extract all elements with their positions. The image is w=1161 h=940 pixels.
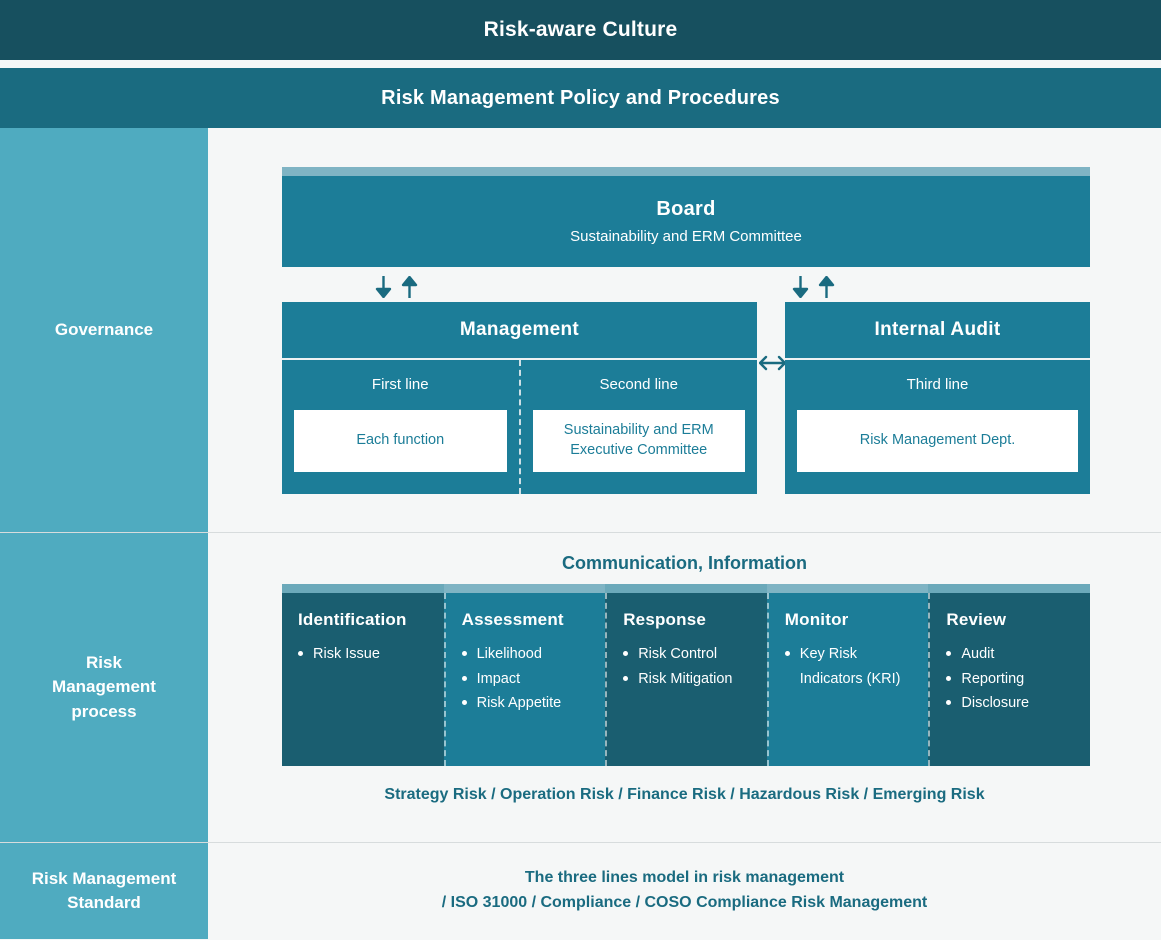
first-line-column: First line Each function bbox=[282, 360, 519, 494]
risk-management-policy-label: Risk Management Policy and Procedures bbox=[381, 86, 780, 109]
second-line-card: Sustainability and ERM Executive Committ… bbox=[532, 410, 745, 472]
process-heading: Review bbox=[946, 610, 1007, 629]
list-item: Risk Mitigation bbox=[623, 667, 753, 692]
process-columns: Identification Risk Issue Assessment Lik… bbox=[282, 584, 1090, 766]
standard-line-1: The three lines model in risk management bbox=[524, 869, 845, 887]
first-line-label: First line bbox=[371, 376, 429, 393]
process-item-list: Key Risk Indicators (KRI) bbox=[784, 642, 915, 691]
list-item: Risk Appetite bbox=[461, 691, 592, 716]
column-cap-strip bbox=[928, 584, 1090, 593]
risk-aware-culture-band: Risk-aware Culture bbox=[0, 0, 1161, 60]
arrow-down-icon bbox=[375, 276, 392, 298]
board-management-arrows bbox=[375, 276, 418, 298]
list-item: Risk Control bbox=[623, 642, 753, 667]
process-heading: Response bbox=[623, 610, 707, 629]
governance-sidebar-text: Governance bbox=[54, 319, 154, 339]
internal-audit-box: Internal Audit Third line Risk Managemen… bbox=[785, 302, 1090, 494]
process-sidebar-text: Risk Management process bbox=[52, 653, 156, 721]
board-title: Board bbox=[656, 198, 716, 220]
standard-sidebar-text: Risk Management Standard bbox=[31, 868, 177, 912]
management-box: Management First line Each function Seco… bbox=[282, 302, 757, 494]
risk-management-policy-band: Risk Management Policy and Procedures bbox=[0, 68, 1161, 128]
management-title: Management bbox=[282, 302, 757, 360]
process-column-assessment: Assessment Likelihood Impact Risk Appeti… bbox=[443, 584, 606, 766]
sidebar-label-standard: Risk Management Standard bbox=[0, 843, 208, 939]
risk-types-label: Strategy Risk / Operation Risk / Finance… bbox=[384, 786, 985, 803]
risk-management-standard-section: Risk Management Standard The three lines… bbox=[0, 843, 1161, 939]
list-item: Key Risk Indicators (KRI) bbox=[784, 642, 915, 691]
sidebar-label-process: Risk Management process bbox=[0, 533, 208, 842]
sidebar-label-governance: Governance bbox=[0, 128, 208, 532]
internal-audit-title: Internal Audit bbox=[785, 302, 1090, 360]
process-content: Communication, Information Identificatio… bbox=[208, 533, 1161, 842]
arrow-down-icon bbox=[792, 276, 809, 298]
process-column-response: Response Risk Control Risk Mitigation bbox=[605, 584, 767, 766]
process-column-identification: Identification Risk Issue bbox=[282, 584, 444, 766]
arrow-up-icon bbox=[818, 276, 835, 298]
standard-content: The three lines model in risk management… bbox=[208, 843, 1161, 939]
list-item: Risk Issue bbox=[298, 642, 430, 667]
second-line-label: Second line bbox=[599, 376, 678, 393]
arrow-up-icon bbox=[401, 276, 418, 298]
process-heading: Identification bbox=[298, 610, 407, 629]
list-item: Reporting bbox=[946, 667, 1076, 692]
governance-section: Governance Board Sustainability and ERM … bbox=[0, 128, 1161, 533]
standard-line-2: / ISO 31000 / Compliance / COSO Complian… bbox=[441, 894, 928, 911]
first-line-card: Each function bbox=[294, 410, 507, 472]
process-heading: Assessment bbox=[461, 610, 564, 629]
list-item: Audit bbox=[946, 642, 1076, 667]
governance-content: Board Sustainability and ERM Committee bbox=[208, 128, 1161, 532]
list-item: Likelihood bbox=[461, 642, 592, 667]
third-line-card: Risk Management Dept. bbox=[797, 410, 1078, 472]
risk-aware-culture-label: Risk-aware Culture bbox=[483, 18, 678, 41]
process-item-list: Likelihood Impact Risk Appetite bbox=[461, 642, 592, 716]
list-item: Impact bbox=[461, 667, 592, 692]
process-heading: Monitor bbox=[784, 610, 849, 629]
column-cap-strip bbox=[766, 584, 929, 593]
third-line-column: Third line Risk Management Dept. bbox=[785, 360, 1090, 494]
board-cap-strip bbox=[282, 167, 1090, 176]
process-item-list: Risk Issue bbox=[298, 642, 430, 667]
communication-information-title: Communication, Information bbox=[562, 553, 807, 573]
process-column-monitor: Monitor Key Risk Indicators (KRI) bbox=[766, 584, 929, 766]
process-column-review: Review Audit Reporting Disclosure bbox=[928, 584, 1090, 766]
process-item-list: Risk Control Risk Mitigation bbox=[623, 642, 753, 691]
board-box: Board Sustainability and ERM Committee bbox=[282, 167, 1090, 267]
risk-management-process-section: Risk Management process Communication, I… bbox=[0, 533, 1161, 843]
column-cap-strip bbox=[282, 584, 444, 593]
board-audit-arrows bbox=[792, 276, 835, 298]
third-line-label: Third line bbox=[906, 376, 969, 393]
board-subtitle: Sustainability and ERM Committee bbox=[570, 228, 802, 245]
column-cap-strip bbox=[443, 584, 606, 593]
band-gap-divider bbox=[0, 60, 1161, 68]
list-item: Disclosure bbox=[946, 691, 1076, 716]
process-item-list: Audit Reporting Disclosure bbox=[946, 642, 1076, 716]
second-line-column: Second line Sustainability and ERM Execu… bbox=[518, 360, 758, 494]
column-cap-strip bbox=[605, 584, 767, 593]
arrow-left-right-icon bbox=[758, 355, 787, 376]
